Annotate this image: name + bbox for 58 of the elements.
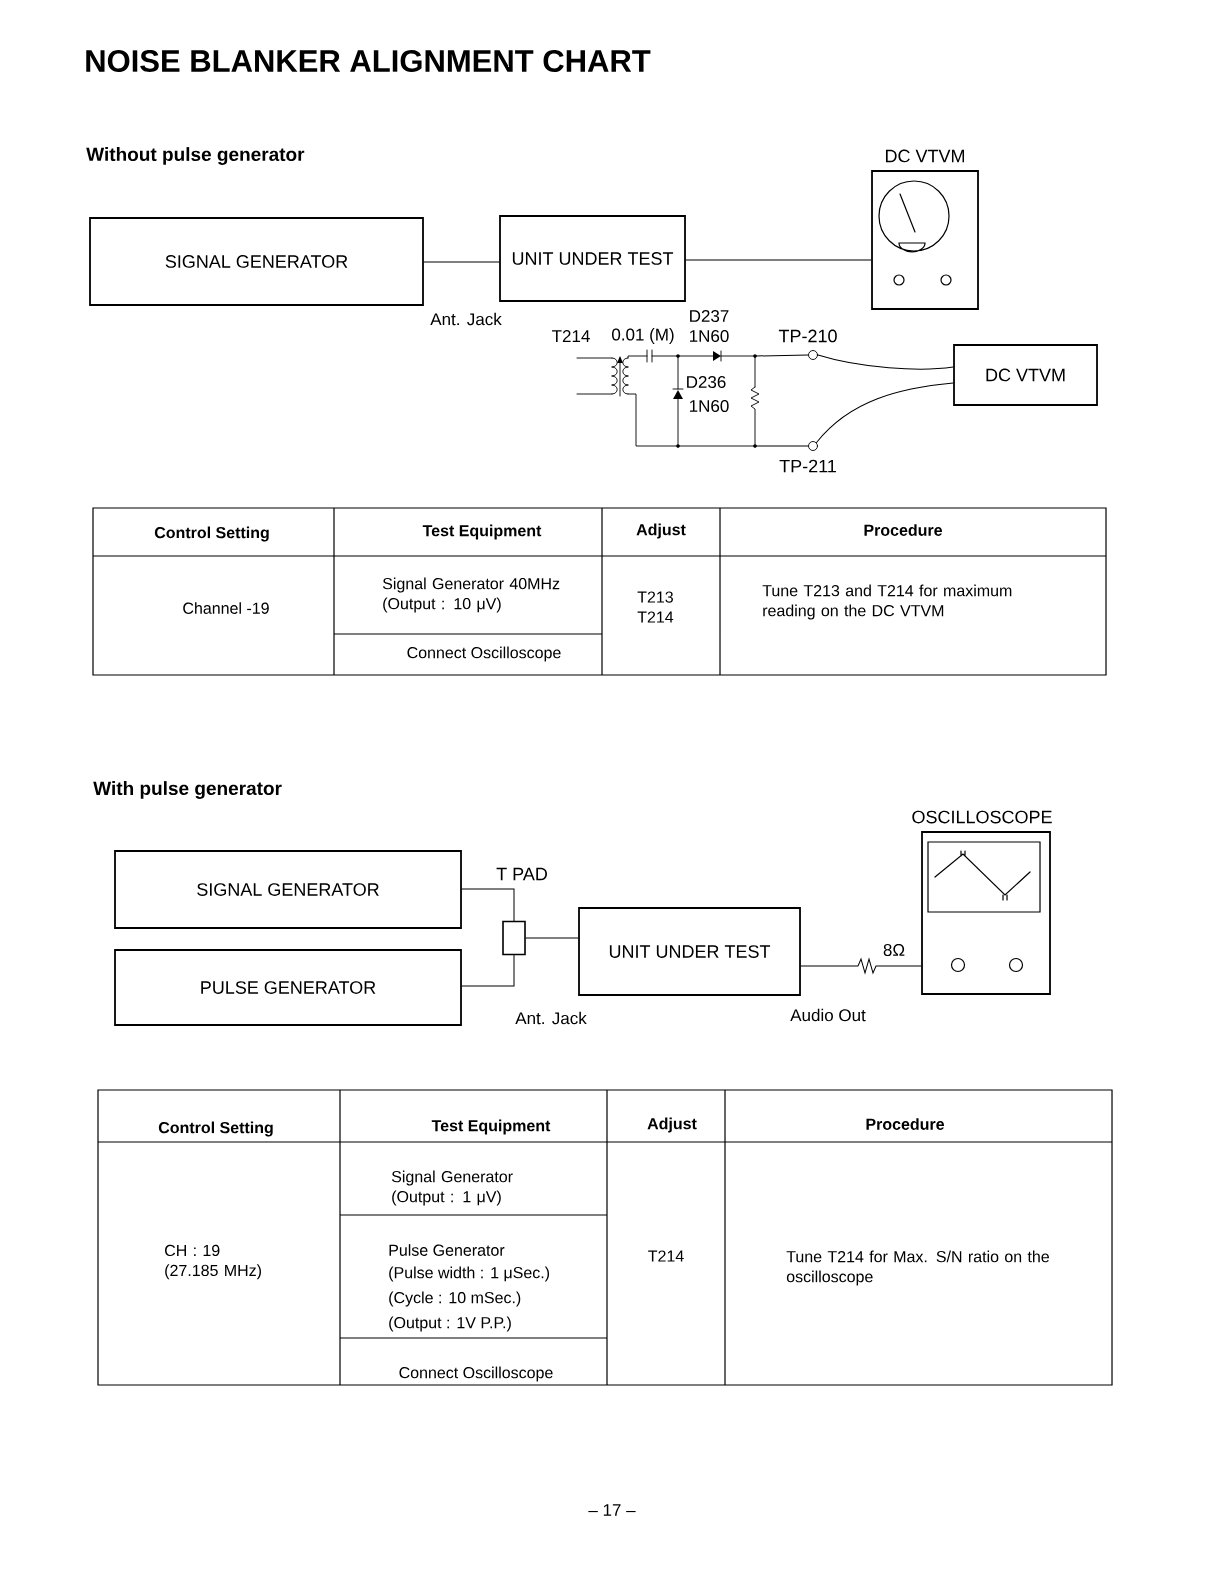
connector	[800, 958, 922, 974]
connector	[461, 888, 515, 922]
cell-text: Connect Oscilloscope	[399, 1366, 553, 1382]
section-heading: Without pulse generator	[86, 147, 305, 165]
cell-text: (Output : 1V P.P.)	[389, 1316, 511, 1332]
pulse-generator-box: PULSE GENERATOR	[114, 949, 462, 1026]
header-text: Test Equipment	[422, 524, 542, 540]
cell-text: CH : 19 (27.185 MHz)	[165, 1244, 261, 1280]
unit-box: UNIT UNDER TEST	[499, 215, 686, 302]
header-text: Control Setting	[154, 526, 269, 542]
section-heading: With pulse generator	[93, 781, 282, 799]
circuit-drawing	[576, 349, 760, 448]
cell-text: Tune T213 and T214 for maximum reading on the DC VTVM	[762, 584, 1012, 620]
instrument-label: T PAD	[496, 867, 547, 881]
cell-text: (Pulse width : 1 μSec.)	[389, 1266, 550, 1282]
connector	[755, 445, 809, 447]
component-label: D237	[690, 310, 729, 323]
output-label: Audio Out	[790, 1008, 866, 1022]
connector	[525, 937, 579, 939]
cell-text: T214	[648, 1250, 684, 1262]
test-point-label: TP-210	[778, 329, 837, 343]
component-label: D236	[687, 376, 726, 389]
page-number: – 17 –	[588, 1504, 636, 1516]
cell-text: Pulse Generator	[389, 1244, 505, 1256]
component-label: 1N60	[690, 330, 729, 343]
header-text: Test Equipment	[431, 1119, 551, 1135]
header-text: Adjust	[647, 1117, 697, 1133]
signal-generator-box: SIGNAL GENERATOR	[114, 850, 462, 929]
cell-text: Tune T214 for Max. S/N ratio on the oscilloscope	[786, 1250, 1049, 1286]
component-label: T214	[552, 330, 590, 342]
jack-label: Ant. Jack	[430, 312, 502, 326]
test-point-label: TP-211	[779, 459, 836, 473]
connector	[755, 354, 809, 357]
header-text: Adjust	[636, 523, 686, 539]
connector	[817, 354, 954, 370]
title: NOISE BLANKER ALIGNMENT CHART	[86, 50, 651, 72]
edge-label: 8Ω	[883, 944, 905, 957]
header-text: Control Setting	[158, 1121, 273, 1137]
component-label: 0.01 (M)	[612, 328, 674, 344]
signal-generator-box: SIGNAL GENERATOR	[89, 217, 424, 306]
meter-box: DC VTVM	[953, 344, 1098, 406]
connector	[816, 382, 954, 443]
cell-text: Channel -19	[183, 602, 269, 614]
unit-box: UNIT UNDER TEST	[578, 907, 801, 996]
instrument-label: DC VTVM	[886, 149, 964, 163]
cell-text: Signal Generator 40MHz (Output : 10 μV)	[382, 577, 560, 613]
connector	[423, 261, 500, 263]
cell-text: Signal Generator (Output : 1 μV)	[391, 1170, 513, 1206]
component-label: 1N60	[690, 400, 729, 413]
cell-text: Connect Oscilloscope	[407, 646, 561, 662]
connector	[685, 259, 872, 261]
instrument-label: OSCILLOSCOPE	[912, 810, 1052, 824]
cell-text: (Cycle : 10 mSec.)	[389, 1291, 521, 1307]
cell-text: T213 T214	[637, 591, 674, 623]
connector	[461, 954, 515, 987]
jack-label: Ant. Jack	[515, 1011, 587, 1025]
header-text: Procedure	[864, 524, 942, 536]
header-text: Procedure	[866, 1118, 944, 1130]
